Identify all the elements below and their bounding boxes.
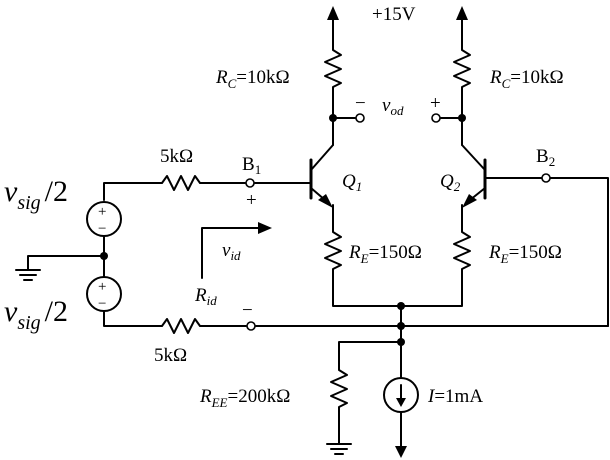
rid-label: Rid bbox=[194, 285, 217, 308]
junction-dot bbox=[397, 322, 405, 330]
rs-bottom-resistor bbox=[156, 318, 247, 334]
b1-label: B1 bbox=[242, 154, 261, 177]
ground-left-icon bbox=[15, 269, 41, 281]
vsig-bottom-label: vsig/2 bbox=[4, 295, 68, 334]
current-source-output-arrow bbox=[395, 446, 407, 458]
ree-resistor bbox=[330, 364, 348, 441]
rc-right-label: RC=10kΩ bbox=[489, 67, 564, 91]
current-source-label: I=1mA bbox=[427, 386, 483, 407]
b2-label: B2 bbox=[536, 146, 555, 169]
rs-top-resistor bbox=[156, 175, 246, 191]
junction-dot bbox=[397, 338, 405, 346]
ree-ground-icon bbox=[326, 443, 352, 455]
junction-dot bbox=[397, 302, 405, 310]
input-minus-terminal bbox=[246, 321, 256, 331]
input-plus-sign: + bbox=[246, 190, 257, 211]
minus-input-wire bbox=[103, 310, 158, 327]
transistor-q2 bbox=[461, 117, 487, 226]
b2-wire bbox=[549, 177, 609, 327]
q2-label: Q2 bbox=[440, 171, 461, 194]
b1-input-wire bbox=[103, 182, 158, 201]
vid-label: vid bbox=[222, 240, 241, 263]
rc-left-label: RC=10kΩ bbox=[215, 67, 290, 91]
supply-arrow-left bbox=[327, 6, 339, 41]
supply-arrow-right bbox=[456, 6, 468, 41]
vsig-bottom-minus: − bbox=[98, 296, 106, 312]
transistor-q1 bbox=[309, 117, 334, 226]
rs-top-label: 5kΩ bbox=[160, 146, 193, 167]
vid-arrow bbox=[201, 227, 263, 279]
junction-dot bbox=[458, 114, 466, 122]
ree-label: REE=200kΩ bbox=[199, 386, 290, 410]
vsig-top-minus: − bbox=[98, 221, 106, 237]
output-plus-terminal bbox=[431, 113, 441, 123]
junction-dot bbox=[100, 252, 108, 260]
rs-bottom-label: 5kΩ bbox=[154, 345, 187, 366]
supply-label: +15V bbox=[372, 4, 416, 25]
ground-left-wire bbox=[27, 255, 105, 271]
rc-right-resistor bbox=[453, 39, 471, 119]
current-source-arrow-icon bbox=[396, 384, 406, 407]
re-left-resistor bbox=[324, 224, 402, 307]
b1-terminal bbox=[245, 178, 255, 188]
re-left-label: RE=150Ω bbox=[348, 242, 422, 266]
b2-terminal bbox=[541, 173, 551, 183]
vsig-bottom-plus: + bbox=[98, 279, 106, 295]
re-right-resistor bbox=[400, 224, 471, 307]
vod-label: vod bbox=[382, 95, 404, 118]
vod-minus-sign: − bbox=[355, 93, 366, 114]
q1-label: Q1 bbox=[342, 171, 362, 194]
vsig-top-label: vsig/2 bbox=[4, 175, 68, 214]
ree-top-wire bbox=[338, 341, 402, 366]
vod-plus-sign: + bbox=[430, 93, 441, 114]
vsig-top-plus: + bbox=[98, 204, 106, 220]
output-minus-terminal bbox=[355, 113, 365, 123]
input-minus-sign: − bbox=[242, 300, 253, 321]
rc-left-resistor bbox=[324, 39, 342, 119]
junction-dot bbox=[329, 114, 337, 122]
re-right-label: RE=150Ω bbox=[488, 242, 562, 266]
